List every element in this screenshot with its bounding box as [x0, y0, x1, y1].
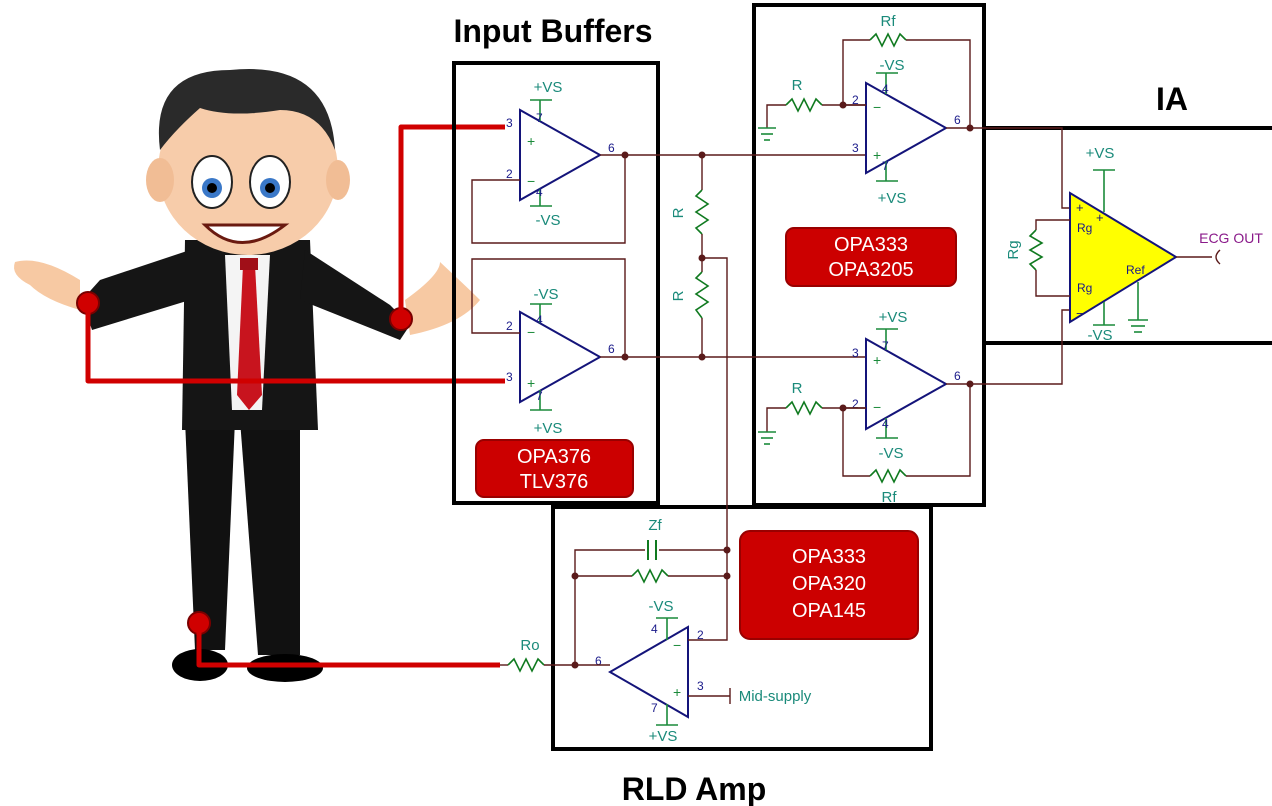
pin-label: 6	[595, 654, 602, 668]
label-rf: Rf	[882, 489, 898, 506]
part-label: OPA145	[792, 600, 866, 622]
svg-text:+: +	[873, 352, 881, 368]
rld-amp-box	[551, 505, 933, 751]
ia-rg-pin: Rg	[1077, 281, 1092, 295]
pin-label: 4	[882, 82, 889, 96]
part-label: OPA3205	[828, 259, 913, 281]
label-ecg-out: ECG OUT	[1199, 230, 1263, 246]
label-mid-supply: Mid-supply	[739, 688, 812, 705]
title-ia: IA	[1156, 81, 1188, 117]
pin-label: 6	[608, 141, 615, 155]
pin-label: 4	[536, 313, 543, 327]
part-label: TLV376	[520, 471, 589, 493]
part-label: OPA333	[834, 234, 908, 256]
label-r: R	[792, 77, 803, 94]
ia-rg-pin: Rg	[1077, 221, 1092, 235]
pin-label: 2	[506, 319, 513, 333]
part-box-ia-stage: OPA333 OPA3205	[785, 227, 957, 287]
buffer-opamp-top: +VS -VS 3 2 7 4 6 + −	[506, 79, 615, 229]
label-vs-neg: -VS	[879, 57, 904, 74]
pin-label: 6	[608, 342, 615, 356]
pin-label: 7	[536, 111, 543, 125]
pin-label: 4	[882, 417, 889, 431]
label-vs-pos: +VS	[1086, 145, 1115, 162]
svg-text:+: +	[873, 147, 881, 163]
label-vs-pos: +VS	[534, 420, 563, 437]
rld-opamp: -VS +VS 2 3 4 7 6 − +	[595, 598, 704, 745]
part-box-input-buffers: OPA376 TLV376	[475, 439, 634, 498]
label-vs-pos: +VS	[879, 309, 908, 326]
input-buffers-box	[452, 61, 660, 505]
wire-leg	[196, 623, 500, 668]
label-r: R	[792, 380, 803, 397]
pin-label: 3	[506, 116, 513, 130]
label-vs-neg: -VS	[533, 286, 558, 303]
svg-text:−: −	[1076, 306, 1084, 321]
pin-label: 6	[954, 369, 961, 383]
svg-text:−: −	[527, 173, 535, 189]
gain-opamp-top: -VS +VS 2 3 4 7 6 − +	[852, 57, 961, 207]
part-box-rld: OPA333 OPA320 OPA145	[739, 530, 919, 640]
svg-text:+: +	[1096, 210, 1104, 225]
label-vs-neg: -VS	[648, 598, 673, 615]
svg-text:+: +	[1076, 200, 1084, 215]
pin-label: 2	[852, 93, 859, 107]
part-label: OPA320	[792, 573, 866, 595]
gain-opamp-bottom: +VS -VS 3 2 7 4 6 + −	[852, 309, 961, 462]
wire-left-hand	[85, 303, 505, 384]
label-vs-neg: -VS	[878, 445, 903, 462]
label-ro: Ro	[520, 637, 539, 654]
instrumentation-amp: +VS -VS Rg Rg Ref + + −	[1069, 145, 1178, 344]
label-rf: Rf	[881, 13, 897, 30]
svg-text:−: −	[873, 399, 881, 415]
svg-text:−: −	[527, 324, 535, 340]
buffer-opamp-bottom: -VS +VS 2 3 4 7 6 − +	[506, 286, 615, 437]
pin-label: 3	[852, 346, 859, 360]
pin-label: 3	[852, 141, 859, 155]
wire-right-hand	[398, 124, 505, 319]
label-rg: Rg	[1005, 240, 1022, 259]
pin-label: 4	[536, 185, 543, 199]
pin-label: 6	[954, 113, 961, 127]
pin-label: 7	[882, 159, 889, 173]
label-vs-pos: +VS	[534, 79, 563, 96]
label-r: R	[670, 207, 687, 218]
label-vs-pos: +VS	[878, 190, 907, 207]
label-vs-neg: -VS	[1087, 327, 1112, 344]
pin-label: 7	[651, 701, 658, 715]
pin-label: 7	[882, 339, 889, 353]
svg-text:+: +	[527, 133, 535, 149]
svg-text:−: −	[873, 99, 881, 115]
ia-ref-pin: Ref	[1126, 263, 1145, 277]
pin-label: 2	[506, 167, 513, 181]
cartoon-person	[14, 69, 480, 682]
part-label: OPA333	[792, 546, 866, 568]
label-r: R	[670, 290, 687, 301]
pin-label: 4	[651, 622, 658, 636]
label-vs-pos: +VS	[649, 728, 678, 745]
pin-label: 2	[852, 397, 859, 411]
pin-label: 7	[536, 389, 543, 403]
part-label: OPA376	[517, 446, 591, 468]
svg-text:−: −	[673, 637, 681, 653]
label-vs-neg: -VS	[535, 212, 560, 229]
pin-label: 3	[506, 370, 513, 384]
label-zf: Zf	[648, 517, 662, 534]
pin-label: 3	[697, 679, 704, 693]
pin-label: 2	[697, 628, 704, 642]
svg-text:+: +	[527, 375, 535, 391]
svg-text:+: +	[673, 684, 681, 700]
title-rld-amp: RLD Amp	[622, 771, 767, 806]
title-input-buffers: Input Buffers	[453, 13, 652, 49]
